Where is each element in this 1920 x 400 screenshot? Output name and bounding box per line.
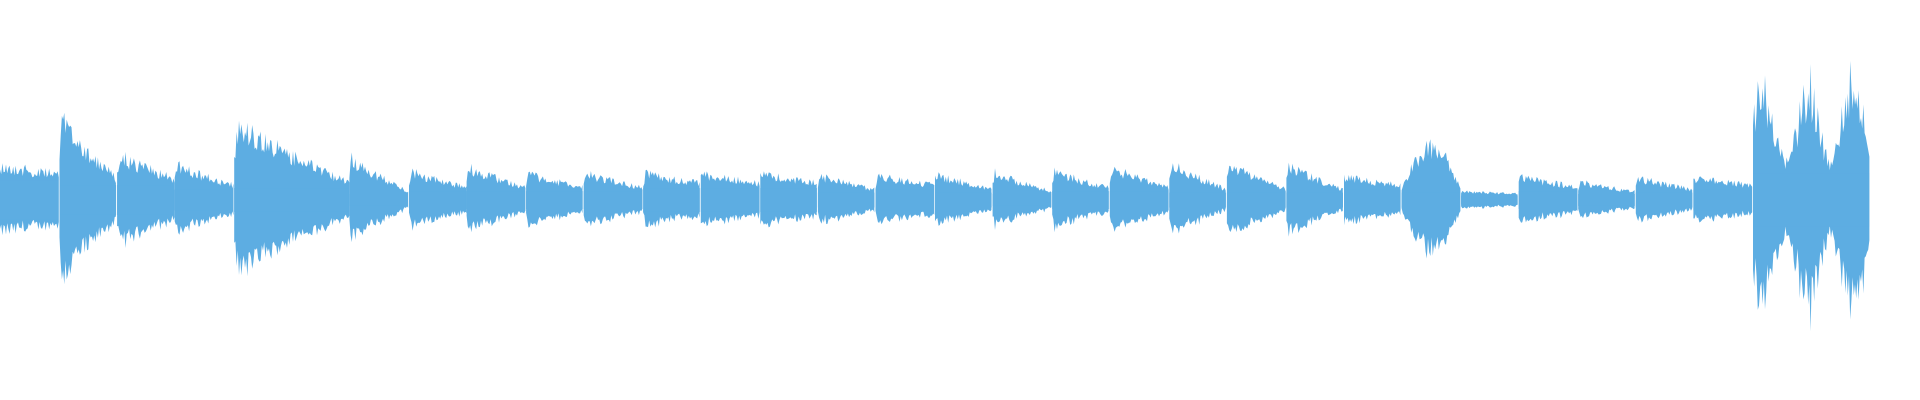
- waveform-core: [1169, 192, 1226, 208]
- waveform-core: [526, 191, 583, 209]
- waveform-core: [1344, 189, 1401, 211]
- waveform-core: [700, 188, 760, 212]
- waveform-core: [1109, 191, 1169, 209]
- waveform-core: [875, 189, 934, 211]
- waveform-core: [0, 180, 59, 220]
- waveform-core: [117, 185, 174, 215]
- waveform-core: [349, 194, 408, 206]
- waveform-core: [409, 191, 466, 209]
- waveform-core: [817, 192, 875, 208]
- waveform-core: [174, 189, 234, 211]
- waveform-core: [1286, 192, 1343, 208]
- waveform-core: [1693, 189, 1752, 211]
- waveform-core: [1578, 194, 1635, 206]
- waveform-core: [935, 192, 992, 208]
- waveform-core: [234, 188, 349, 212]
- waveform-core: [1401, 192, 1461, 208]
- waveform-core: [466, 191, 526, 209]
- waveform-core: [583, 191, 643, 209]
- waveform-core: [1753, 173, 1870, 227]
- waveform-core: [1226, 192, 1286, 208]
- waveform-core: [1635, 192, 1693, 208]
- waveform-core: [59, 185, 117, 215]
- waveform-core: [1461, 195, 1518, 205]
- waveform-core: [1052, 191, 1109, 209]
- waveform-core: [992, 194, 1052, 206]
- waveform-core: [643, 188, 700, 212]
- waveform-core: [1518, 191, 1578, 209]
- waveform-core: [760, 188, 817, 212]
